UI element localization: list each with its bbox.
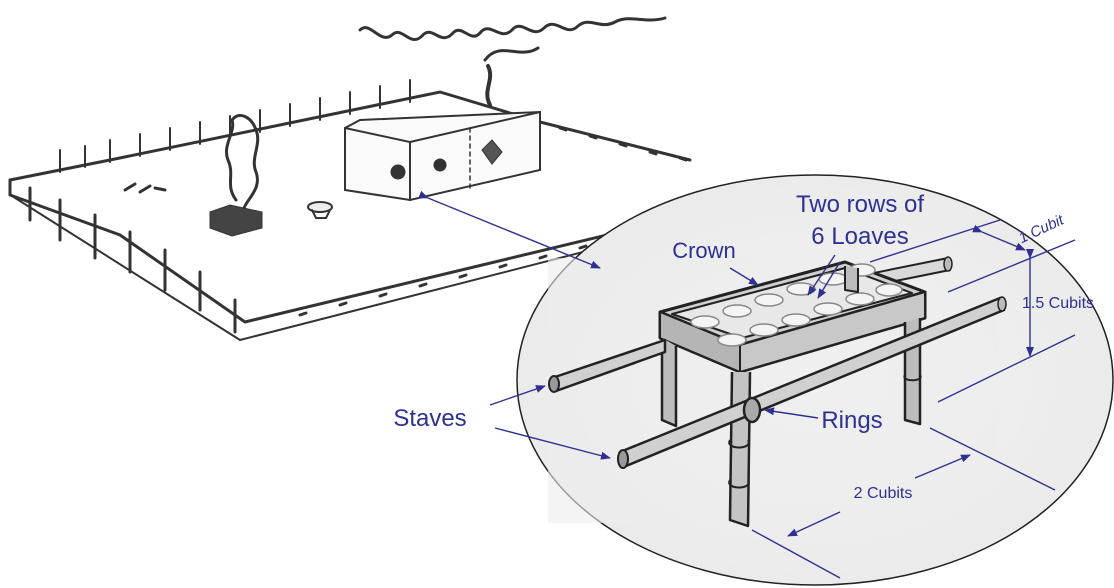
label-two-cubits: 2 Cubits	[854, 485, 913, 502]
label-one-cubit: 1 Cubit	[1016, 211, 1067, 247]
annotation-arrows	[418, 190, 1076, 579]
label-two-rows-line2: 6 Loaves	[811, 223, 908, 250]
label-two-rows-line1: Two rows of	[796, 191, 924, 218]
label-one-half-cubits: 1.5 Cubits	[1022, 295, 1094, 312]
label-crown: Crown	[672, 238, 736, 263]
courtyard-sketch	[8, 16, 701, 342]
label-rings: Rings	[821, 407, 882, 434]
label-staves: Staves	[393, 405, 466, 432]
table-of-showbread	[548, 256, 1007, 528]
